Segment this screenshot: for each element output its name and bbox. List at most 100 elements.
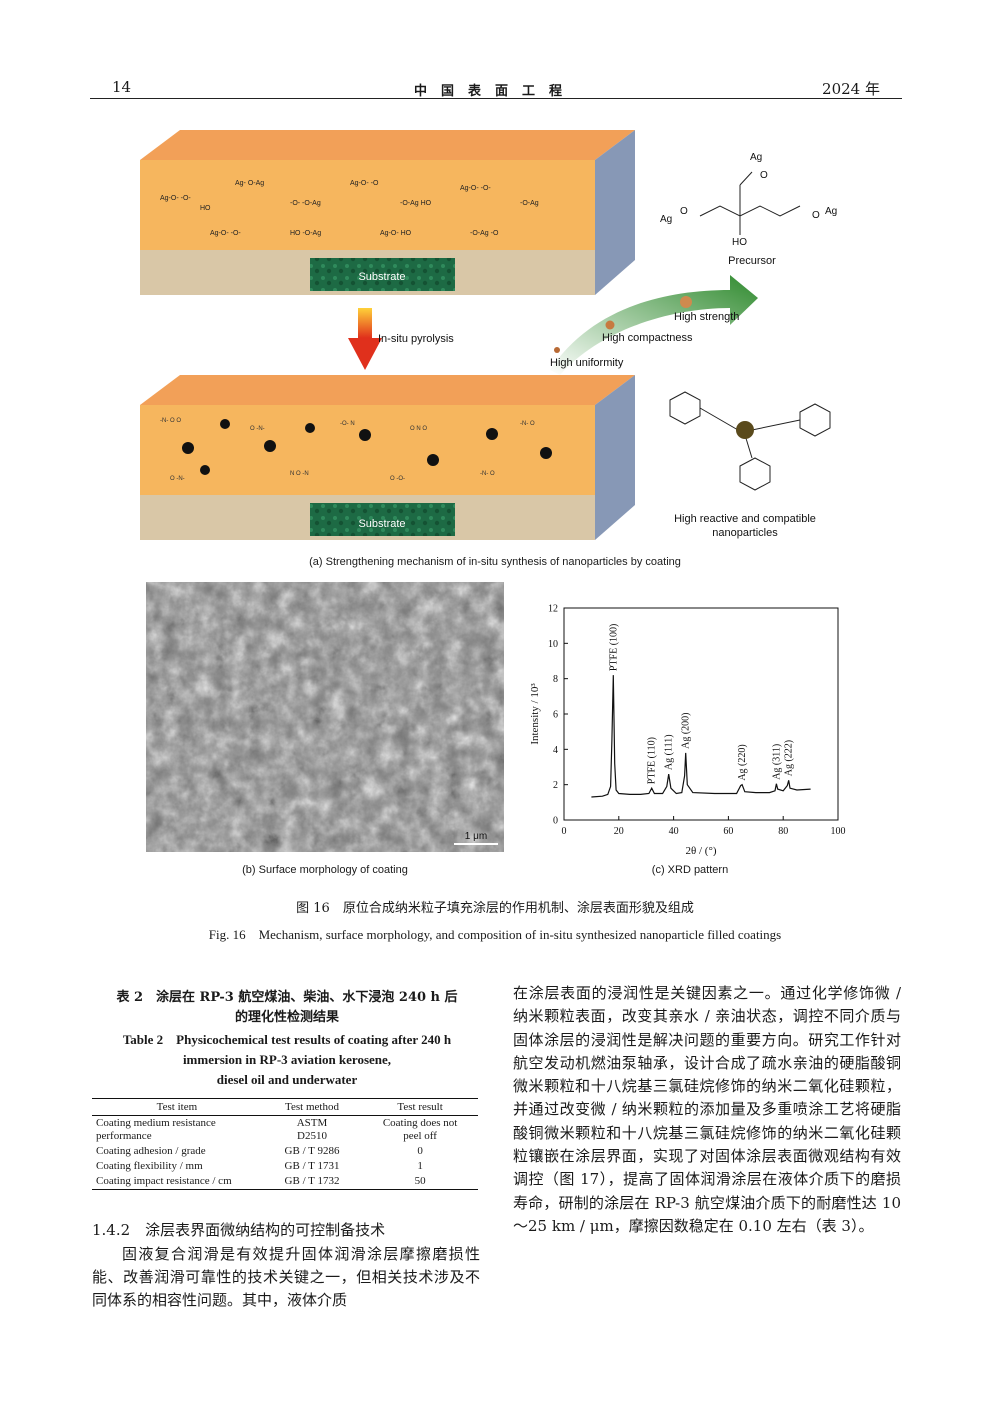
svg-text:N O -N: N O -N bbox=[290, 471, 309, 477]
scale-bar-label: 1 μm bbox=[465, 831, 487, 842]
substrate-label-top: Substrate bbox=[358, 271, 405, 283]
peak-label: PTFE (110) bbox=[647, 737, 658, 784]
table-caption-en-1: Table 2 Physicochemical test results of … bbox=[122, 1032, 452, 1047]
peak-label: PTFE (100) bbox=[608, 624, 619, 672]
cell-method: GB / T 9286 bbox=[284, 1145, 340, 1157]
caption-b: (b) Surface morphology of coating bbox=[242, 864, 408, 876]
plot-frame bbox=[563, 607, 839, 821]
svg-text:Ag- O-Ag: Ag- O-Ag bbox=[235, 180, 264, 187]
svg-text:-O- N: -O- N bbox=[340, 421, 355, 427]
peak-label: Ag (311) bbox=[771, 744, 782, 780]
x-tick-label: 100 bbox=[831, 826, 846, 837]
nanoparticle-label-1: High reactive and compatible bbox=[674, 513, 816, 525]
benefit-arrow bbox=[550, 275, 758, 375]
svg-text:Ag: Ag bbox=[660, 214, 672, 225]
svg-text:-N- O: -N- O bbox=[520, 421, 535, 427]
table-caption-en-2: immersion in RP-3 aviation kerosene, bbox=[182, 1052, 392, 1067]
svg-text:-O- -O-Ag: -O- -O-Ag bbox=[290, 200, 321, 207]
paragraph-right: 在涂层表面的浸润性是关键因素之一。通过化学修饰微 / 纳米颗粒表面，改变其亲水 … bbox=[513, 984, 901, 1235]
x-tick-label: 80 bbox=[778, 826, 788, 837]
th-test-result: Test result bbox=[362, 1098, 478, 1116]
coating-front-face bbox=[140, 160, 595, 250]
x-tick-label: 20 bbox=[614, 826, 624, 837]
page-number: 14 bbox=[112, 78, 132, 96]
coating-block-bottom: Substrate -N- O O O -N- -O- N O N O -N- O O … bbox=[140, 375, 635, 540]
svg-text:HO -O-Ag: HO -O-Ag bbox=[290, 230, 321, 237]
peak-label: Ag (111) bbox=[664, 734, 675, 770]
svg-text:HO: HO bbox=[200, 205, 211, 212]
cell-result: 1 bbox=[417, 1160, 423, 1172]
svg-text:Ag-O- -O-: Ag-O- -O- bbox=[160, 195, 191, 202]
y-tick-label: 2 bbox=[553, 780, 558, 791]
table-row: Coating flexibility / mm GB / T 1731 1 bbox=[92, 1159, 478, 1174]
peak-label: Ag (222) bbox=[784, 740, 795, 776]
cell-item: Coating flexibility / mm bbox=[96, 1160, 203, 1172]
svg-text:Ag-O- HO: Ag-O- HO bbox=[380, 230, 412, 237]
nanoparticle-label-2: nanoparticles bbox=[712, 527, 778, 539]
benefit-strength: High strength bbox=[674, 311, 739, 323]
svg-text:Ag: Ag bbox=[825, 206, 837, 217]
caption-c: (c) XRD pattern bbox=[651, 864, 729, 876]
benefit-uniformity: High uniformity bbox=[550, 357, 624, 369]
table-row: Coating adhesion / grade GB / T 9286 0 bbox=[92, 1144, 478, 1159]
nanoparticles bbox=[182, 419, 552, 475]
peak-label: Ag (200) bbox=[681, 712, 692, 748]
ag-nanoparticle bbox=[736, 421, 754, 439]
figure-caption-en: Fig. 16 Mechanism, surface morphology, a… bbox=[208, 927, 782, 942]
cell-method: GB / T 1731 bbox=[284, 1160, 340, 1172]
table-row: Coating impact resistance / cm GB / T 17… bbox=[92, 1174, 478, 1190]
substrate-label-bottom: Substrate bbox=[358, 518, 405, 530]
svg-text:O: O bbox=[760, 170, 768, 181]
y-tick-label: 6 bbox=[553, 710, 558, 721]
svg-text:Ag-O- -O-: Ag-O- -O- bbox=[460, 185, 491, 192]
table-caption-cn-2: 的理化性检测结果 bbox=[234, 1010, 339, 1025]
svg-text:HO: HO bbox=[732, 237, 747, 248]
cell-method: GB / T 1732 bbox=[261, 1174, 363, 1190]
svg-text:O: O bbox=[812, 210, 820, 221]
svg-text:O N O: O N O bbox=[410, 426, 427, 432]
y-tick-label: 4 bbox=[553, 745, 558, 756]
peak-label: Ag (220) bbox=[737, 744, 748, 780]
figure-caption-cn: 图 16 原位合成纳米粒子填充涂层的作用机制、涂层表面形貌及组成 bbox=[296, 901, 694, 916]
xrd-series-line bbox=[591, 675, 811, 798]
cell-item: Coating adhesion / grade bbox=[96, 1145, 206, 1157]
header-rule bbox=[90, 98, 902, 99]
table-caption-cn-1: 表 2 涂层在 RP-3 航空煤油、柴油、水下浸泡 240 h 后 bbox=[116, 990, 458, 1005]
pyrolysis-label: In-situ pyrolysis bbox=[378, 333, 454, 345]
svg-text:O -N-: O -N- bbox=[170, 476, 185, 482]
svg-text:Ag: Ag bbox=[750, 152, 762, 163]
table-caption-en-3: diesel oil and underwater bbox=[216, 1072, 358, 1087]
coating-side-face bbox=[595, 130, 635, 295]
cell-item: Coating impact resistance / cm bbox=[92, 1174, 262, 1190]
svg-text:O -O-: O -O- bbox=[390, 476, 405, 482]
precursor-label: Precursor bbox=[728, 255, 776, 267]
origin-label: 0 bbox=[553, 816, 558, 827]
svg-text:Ag-O- -O: Ag-O- -O bbox=[350, 180, 379, 187]
svg-text:-O-Ag -O: -O-Ag -O bbox=[470, 230, 499, 237]
section-title: 1.4.2 涂层表界面微纳结构的可控制备技术 bbox=[92, 1221, 386, 1239]
journal-year: 2024 年 bbox=[822, 80, 880, 98]
benefit-compactness: High compactness bbox=[602, 332, 693, 344]
paragraph-left: 固液复合润滑是有效提升固体润滑涂层摩擦磨损性能、改善润滑可靠性的技术关键之一，但… bbox=[92, 1245, 480, 1309]
sem-image: 1 μm bbox=[146, 582, 504, 852]
caption-a: (a) Strengthening mechanism of in-situ s… bbox=[309, 556, 681, 568]
y-tick-label: 10 bbox=[548, 639, 558, 650]
svg-text:Ag-O- -O-: Ag-O- -O- bbox=[210, 230, 241, 237]
y-axis-label: Intensity / 10³ bbox=[529, 683, 541, 745]
substrate-patch bbox=[310, 258, 455, 291]
svg-text:O -N-: O -N- bbox=[250, 426, 265, 432]
svg-text:-O-Ag: -O-Ag bbox=[520, 200, 539, 207]
nanoparticle-structure bbox=[669, 391, 831, 491]
svg-text:-N- O O: -N- O O bbox=[160, 418, 181, 424]
svg-text:-N- O: -N- O bbox=[480, 471, 495, 477]
svg-text:-O-Ag HO: -O-Ag HO bbox=[400, 200, 432, 207]
x-axis-label: 2θ / (°) bbox=[685, 845, 716, 856]
y-tick-label: 8 bbox=[553, 674, 558, 685]
